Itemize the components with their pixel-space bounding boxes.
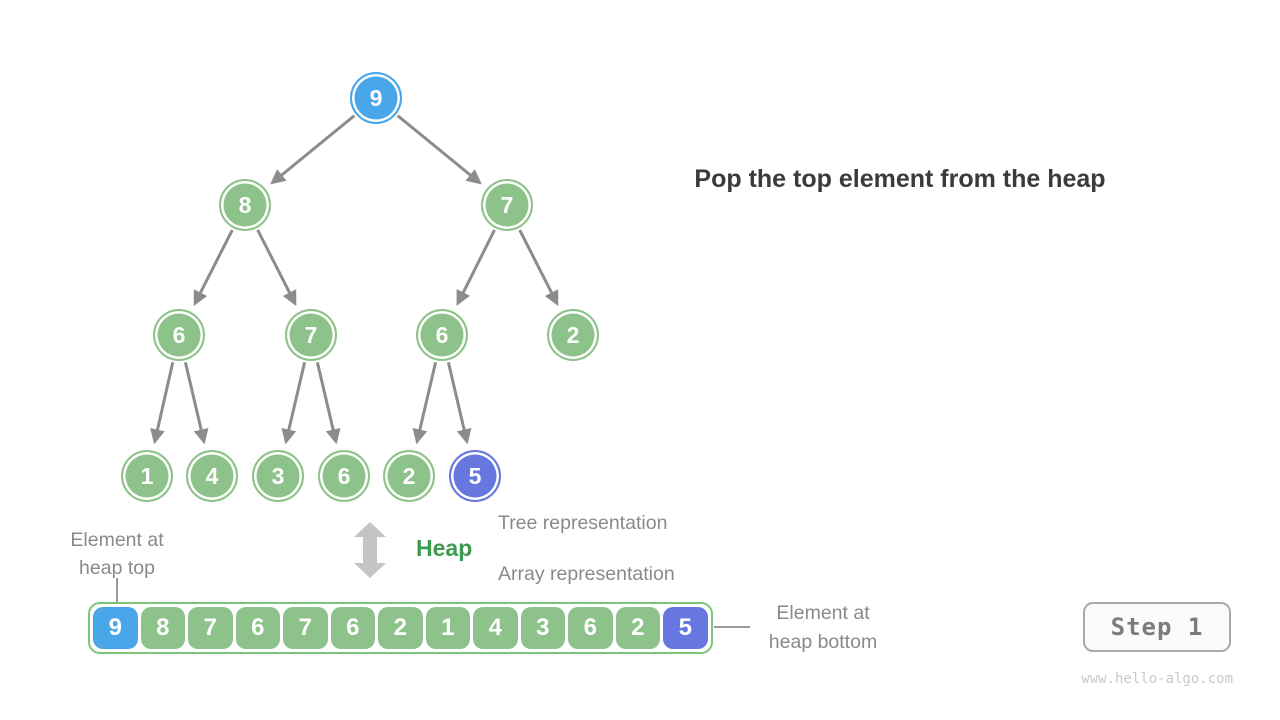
tree-node: 6 [318,450,370,502]
array-cell: 6 [568,607,613,649]
array-cell: 8 [140,607,185,649]
tree-edge [270,114,356,185]
tree-node: 3 [252,450,304,502]
heap-bottom-annotation-line2: heap bottom [768,631,878,653]
tree-node: 7 [285,309,337,361]
watermark: www.hello-algo.com [1081,671,1233,687]
array-representation-label: Array representation [498,563,675,585]
array-cell: 9 [93,607,138,649]
tree-edge [315,361,341,445]
array-cell: 5 [663,607,708,649]
tree-edge [518,229,559,306]
array-cell: 3 [520,607,565,649]
heap-top-annotation-line2: heap top [79,557,155,579]
heap-bottom-annotation-line1: Element at [776,602,870,624]
tree-node: 4 [186,450,238,502]
tree-edge [446,361,472,445]
updown-arrow-icon [354,522,386,578]
tree-node: 5 [449,450,501,502]
tree-edge [150,361,175,445]
array-cell: 7 [188,607,233,649]
tree-edge [193,229,234,306]
tree-edge [183,361,209,445]
tree-node: 8 [219,179,271,231]
heap-bottom-annotation: Element at heap bottom [745,599,901,657]
tree-node: 2 [383,450,435,502]
array-cell: 1 [425,607,470,649]
array-cell: 6 [330,607,375,649]
array-cell: 7 [283,607,328,649]
tree-node: 1 [121,450,173,502]
array-cell: 4 [473,607,518,649]
tree-node: 6 [153,309,205,361]
step-badge: Step 1 [1083,602,1231,652]
tree-edge [281,361,307,445]
tree-representation-label: Tree representation [498,512,668,534]
array-cell: 2 [378,607,423,649]
tree-edge [456,229,496,306]
tree-node: 2 [547,309,599,361]
heap-label: Heap [416,535,473,561]
heap-bottom-connector-line [714,626,750,628]
tree-edge [396,114,482,185]
heap-top-annotation-line1: Element at [70,529,164,551]
array-cell: 6 [235,607,280,649]
tree-edge [412,361,438,445]
diagram-title: Pop the top element from the heap [694,165,1106,193]
array-cell: 2 [615,607,660,649]
heap-top-connector-line [116,578,118,606]
tree-edge [256,229,297,306]
tree-node: 6 [416,309,468,361]
tree-node: 7 [481,179,533,231]
tree-node: 9 [350,72,402,124]
heap-top-annotation: Element at heap top [40,526,194,582]
